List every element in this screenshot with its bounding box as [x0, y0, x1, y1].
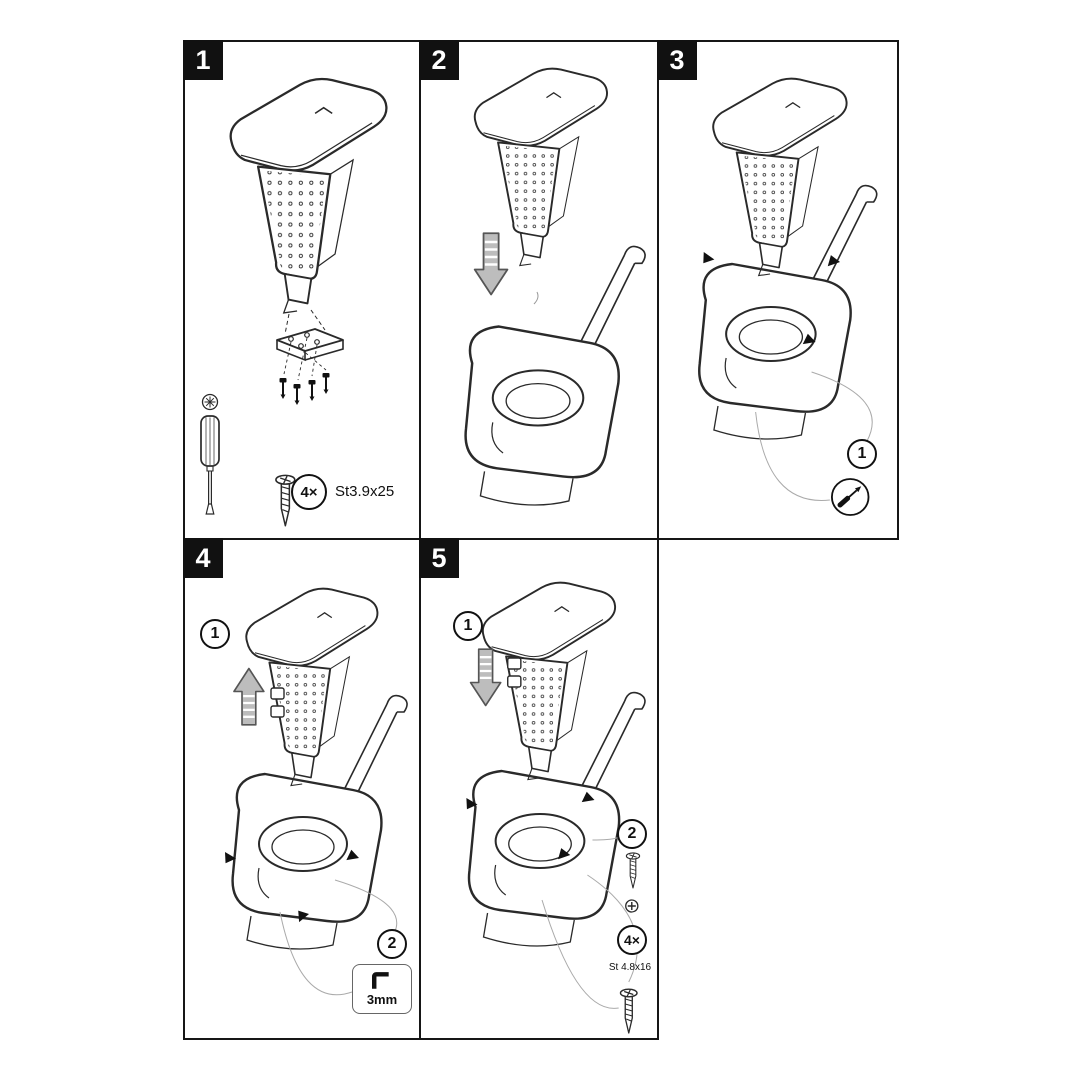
screw-qty-badge: 4× [291, 474, 327, 510]
screw-icon [625, 852, 641, 889]
screw-spec-label: St3.9x25 [335, 483, 395, 500]
latch-clip-drawing [270, 687, 285, 700]
step1-illustration [200, 77, 388, 527]
callout-2-badge: 2 [377, 929, 407, 959]
step-number-badge: 4 [183, 538, 223, 578]
step2-illustration [464, 67, 647, 507]
arrow-down-icon [469, 647, 502, 707]
hex-key-detail-box: 3mm [352, 964, 412, 1014]
panel-step-3: 3 1 [657, 40, 899, 540]
allen-key-icon [372, 972, 389, 989]
panel-step-1: 1 4× St3.9x25 [183, 40, 421, 540]
step-number-badge: 1 [183, 40, 223, 80]
latch-clip-drawing [270, 705, 285, 718]
callout-1-badge: 1 [453, 611, 483, 641]
armrest-drawing [229, 77, 388, 315]
pointer-arrow-icon [823, 253, 841, 270]
screw-icon [619, 988, 638, 1034]
latch-clip-drawing [507, 675, 522, 688]
panel-step-5: 5 2 1 4× St 4.8x16 [419, 538, 659, 1040]
callout-1-badge: 1 [200, 619, 230, 649]
step3-illustration [698, 77, 878, 516]
arrow-down-icon [473, 231, 509, 296]
arrow-up-icon [232, 667, 266, 726]
screwdriver-icon [200, 393, 220, 515]
step-number-badge: 3 [657, 40, 697, 80]
armrest-drawing [712, 77, 848, 277]
mounting-screws-drawing [278, 372, 331, 406]
callout-1-badge: 1 [847, 439, 877, 469]
step-number-badge: 2 [419, 40, 459, 80]
screw-spec-label: St 4.8x16 [608, 962, 652, 973]
pointer-arrow-icon [700, 252, 716, 266]
screwdriver-icon [837, 486, 862, 508]
latch-clip-drawing [507, 657, 522, 670]
adapter-plate-drawing [276, 328, 344, 362]
phillips-bit-icon [625, 899, 639, 913]
screw-qty-badge: 4× [617, 925, 647, 955]
hex-key-size-label: 3mm [366, 992, 398, 1007]
armrest-drawing [481, 581, 617, 781]
step-number-badge: 5 [419, 538, 459, 578]
panel-step-2: 2 [419, 40, 659, 540]
step4-illustration [223, 587, 409, 996]
callout-2-badge: 2 [617, 819, 647, 849]
panel-step-4: 4 1 2 3mm [183, 538, 421, 1040]
armrest-drawing [245, 587, 379, 787]
